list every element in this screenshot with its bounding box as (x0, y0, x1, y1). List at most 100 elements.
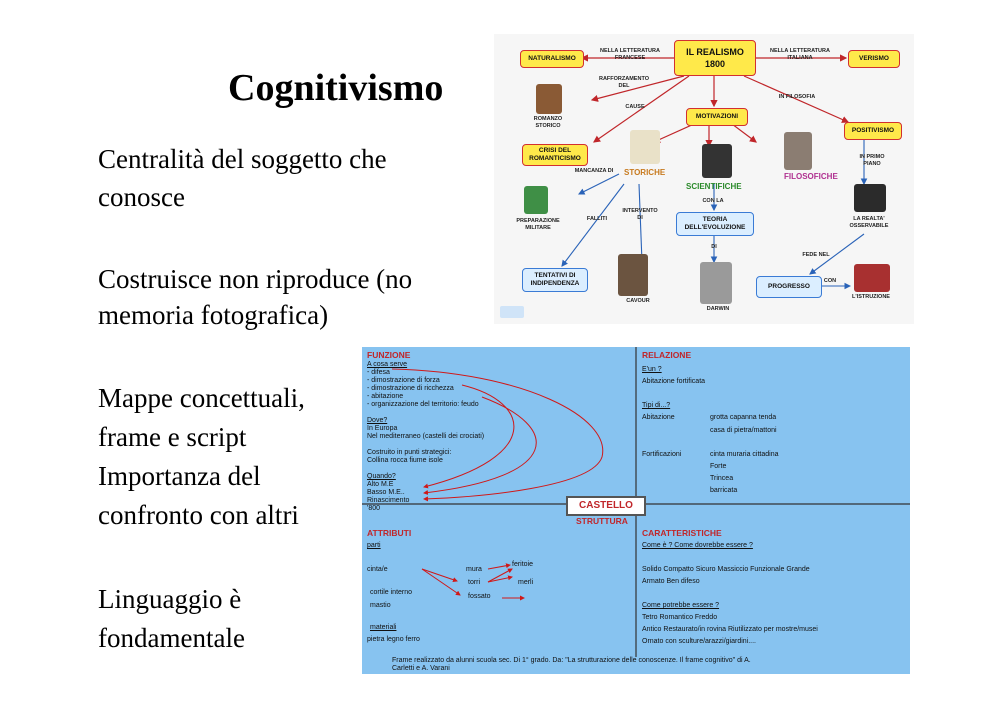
frame-text: mastio (370, 602, 391, 609)
map-label: IN FILOSOFIA (778, 94, 816, 100)
frame-text: Trincea (710, 475, 734, 482)
map-label: CAVOUR (626, 298, 650, 304)
binoculars-image (854, 184, 886, 212)
frame-heading-relazione: RELAZIONE (642, 350, 692, 360)
frame-heading-funzione: FUNZIONE (367, 350, 411, 360)
frame-text: Come potrebbe essere ? (642, 602, 720, 609)
frame-text: E'un ? (642, 366, 662, 373)
frame-text: Alto M.E (367, 481, 394, 488)
map-logo-icon (500, 306, 524, 318)
frame-text: Rinascimento (367, 497, 410, 504)
map-label: DARWIN (706, 306, 730, 312)
books-image (854, 264, 890, 292)
frame-heading-caratteristiche: CARATTERISTICHE (642, 528, 722, 538)
frame-text: feritoie (512, 561, 534, 568)
frame-text: Fortificazioni (642, 451, 682, 458)
frame-footer: Frame realizzato da alunni scuola sec. D… (392, 657, 751, 664)
frame-heading-attributi: ATTRIBUTI (367, 528, 412, 538)
frame-struttura-label: STRUTTURA (576, 516, 628, 526)
frame-text: cinta muraria cittadina (710, 451, 779, 458)
frame-text: Nel mediterraneo (castelli dei crociati) (367, 433, 485, 440)
map-header-storiche: STORICHE (624, 168, 666, 177)
darwin-image (700, 262, 732, 304)
map-label: IN PRIMO PIANO (859, 154, 885, 167)
bullet-text: fondamentale (98, 623, 245, 653)
map-box-motivazioni: MOTIVAZIONI (686, 108, 748, 126)
frame-text: - dimostrazione di forza (367, 377, 440, 384)
telephone-image (702, 144, 732, 178)
map-box-tentativi: TENTATIVI DI INDIPENDENZA (522, 268, 588, 292)
bullet-text: conosce (98, 182, 185, 212)
map-label: CON LA (702, 198, 724, 204)
bullet-text: Importanza del (98, 461, 261, 491)
book-cover-image (536, 84, 562, 114)
frame-text: Tetro Romantico Freddo (642, 614, 718, 621)
frame-text: Abitazione (642, 414, 675, 421)
frame-text: grotta capanna tenda (710, 414, 777, 421)
frame-text: Dove? (367, 417, 388, 424)
castello-frame: FUNZIONE A cosa serve - difesa - dimostr… (362, 347, 910, 674)
frame-text: cinta/e (367, 566, 388, 573)
map-label: ROMANZO STORICO (533, 116, 563, 129)
frame-text: merli (518, 579, 534, 586)
map-label: L'ISTRUZIONE (852, 294, 890, 300)
map-label: DI (711, 244, 717, 250)
frame-text: - abitazione (367, 393, 404, 400)
frame-text: Antico Restaurato/in rovina Riutilizzato… (642, 626, 818, 633)
map-box-progresso: PROGRESSO (756, 276, 822, 298)
frame-text: parti (367, 542, 381, 549)
map-box-crisi: CRISI DEL ROMANTICISMO (522, 144, 588, 166)
bullet-text: Centralità del soggetto che (98, 144, 387, 174)
cavour-portrait-image (618, 254, 648, 296)
concept-map-links (561, 54, 868, 290)
map-label: CON (823, 278, 837, 284)
frame-text: - organizzazione del territorio: feudo (367, 401, 479, 408)
bullet-text: Linguaggio è (98, 584, 242, 614)
frame-text: torri (468, 579, 481, 586)
frame-lines (362, 347, 910, 657)
frame-text: Quando? (367, 473, 396, 480)
frame-text: - dimostrazione di ricchezza (367, 385, 454, 392)
frame-text: Tipi di...? (642, 402, 671, 409)
map-header-filosofiche: FILOSOFICHE (784, 172, 838, 181)
bullet-text: confronto con altri (98, 500, 299, 530)
map-label: FALLITI (586, 216, 608, 222)
frame-text: Solido Compatto Sicuro Massiccio Funzion… (642, 566, 810, 573)
frame-text: cortile interno (370, 589, 413, 596)
marx-portrait-image (784, 132, 812, 170)
frame-footer: Carletti e A. Varani (392, 665, 450, 672)
bullet-text: Mappe concettuali, (98, 383, 305, 413)
frame-text: Come è ? Come dovrebbe essere ? (642, 542, 753, 549)
map-label: NELLA LETTERATURA FRANCESE (600, 48, 660, 61)
slide-title: Cognitivismo (228, 67, 444, 109)
frame-center-castello: CASTELLO (566, 496, 646, 516)
map-box-positivismo: POSITIVISMO (844, 122, 902, 140)
map-label: FEDE NEL (802, 252, 830, 258)
concept-map: IL REALISMO 1800 NATURALISMO VERISMO MOT… (494, 34, 914, 324)
frame-text: Abitazione fortificata (642, 378, 706, 385)
map-label: INTERVENTO DI (622, 208, 658, 221)
map-label: MANCANZA DI (574, 168, 614, 174)
bullet-text: memoria fotografica) (98, 300, 329, 330)
frame-text: fossato (468, 593, 491, 600)
frame-text: casa di pietra/mattoni (710, 427, 777, 434)
frame-text: mura (466, 566, 482, 573)
map-label: RAFFORZAMENTO DEL (598, 76, 649, 89)
frame-text: barricata (710, 487, 738, 494)
frame-text: Armato Ben difeso (642, 578, 700, 585)
map-box-naturalismo: NATURALISMO (520, 50, 584, 68)
frame-text: - difesa (367, 369, 390, 376)
soldier-image (524, 186, 548, 214)
bullet-text: frame e script (98, 422, 247, 452)
frame-text: Collina rocca fiume isole (367, 457, 443, 464)
frame-text: pietra legno ferro (367, 636, 420, 643)
map-box-verismo: VERISMO (848, 50, 900, 68)
frame-text: materiali (370, 624, 397, 631)
frame-text: Basso M.E.. (367, 489, 405, 496)
column-image (630, 130, 660, 164)
map-label: CAUSE (625, 104, 645, 110)
frame-text: Costruito in punti strategici: (367, 449, 452, 456)
map-label: LA REALTA' OSSERVABILE (849, 216, 889, 229)
frame-text: Forte (710, 463, 727, 470)
frame-text: '800 (367, 505, 381, 512)
